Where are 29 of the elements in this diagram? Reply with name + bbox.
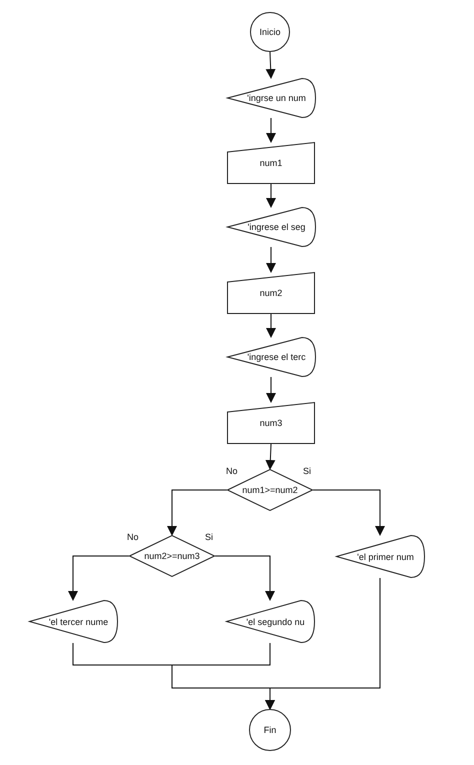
edge-label: No: [127, 532, 139, 542]
connector-arrow: [68, 556, 130, 601]
edge-label: Si: [303, 466, 312, 476]
node-label: 'ingrese el seg: [248, 222, 306, 232]
connector-arrow: [266, 314, 276, 338]
connector-arrow: [266, 376, 276, 403]
connector-arrow: [266, 246, 276, 273]
node-label: 'el tercer nume: [48, 616, 108, 626]
node-label: num3: [260, 418, 282, 428]
node-label: num2>=num3: [144, 551, 200, 561]
connector-arrow: [214, 556, 275, 601]
node-label: 'ingrse un num: [247, 93, 306, 103]
node-label: 'el primer num: [357, 552, 414, 562]
node-label: Inicio: [259, 27, 280, 37]
connector-arrow: [265, 578, 380, 710]
edge-label: Si: [205, 532, 214, 542]
edge-label: No: [226, 466, 238, 476]
connector-arrow: [167, 490, 228, 536]
node-label: Fin: [264, 725, 276, 735]
node-label: num1: [260, 158, 282, 168]
node-label: num2: [260, 288, 282, 298]
node-label: 'ingrese el terc: [247, 352, 306, 362]
connector-arrow: [312, 490, 385, 536]
node-label: num1>=num2: [242, 485, 298, 495]
connector-arrow: [266, 184, 276, 208]
connector-arrow: [266, 52, 276, 79]
node-label: 'el segundo nu: [246, 616, 305, 626]
connector-arrow: [266, 118, 276, 143]
connector-arrow: [265, 444, 276, 470]
